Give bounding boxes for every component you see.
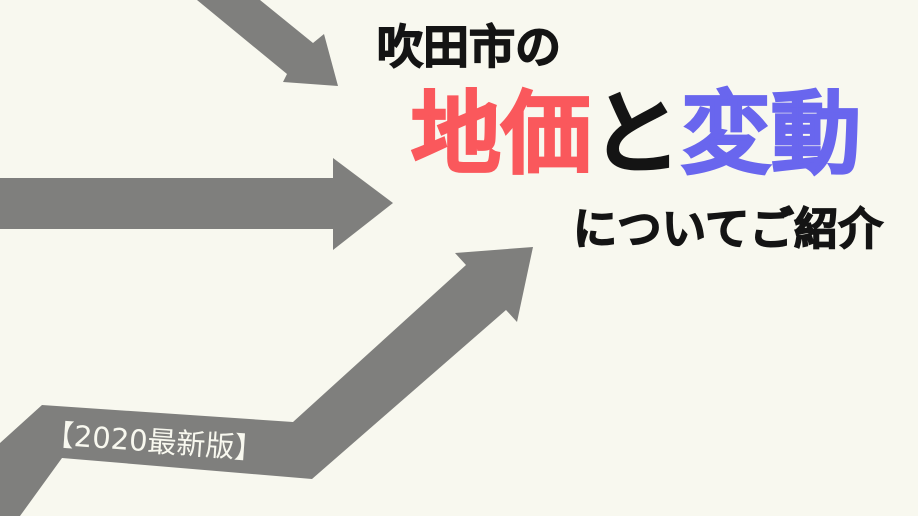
- title-word-to: と: [590, 82, 682, 187]
- arrow-right-icon: [0, 158, 393, 250]
- title-line2: 地価と変動: [410, 89, 862, 181]
- arrow-down-right-icon: [197, 0, 338, 86]
- title-line1: 吹田市の: [376, 20, 562, 74]
- arrow-bent-up-right-icon: [0, 247, 533, 516]
- title-word-chika: 地価: [410, 82, 592, 187]
- title-line3: についてご紹介: [572, 204, 884, 255]
- title-word-hendo: 変動: [680, 82, 862, 187]
